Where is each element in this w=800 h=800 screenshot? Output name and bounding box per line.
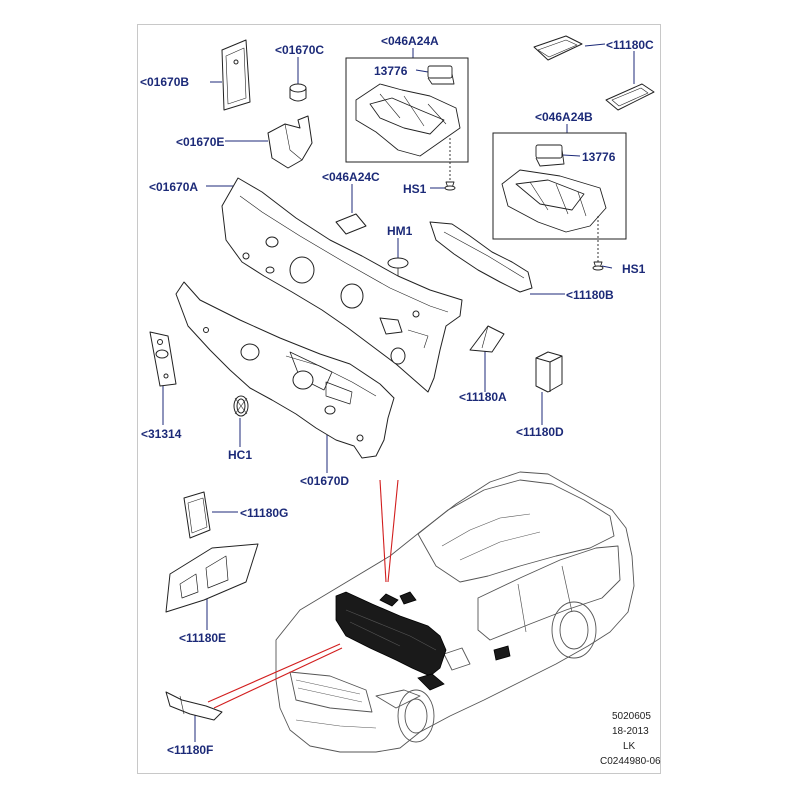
callout-01670b: <01670B (140, 75, 190, 89)
callout-046a24a: <046A24A (381, 34, 439, 48)
callout-13776-b: 13776 (582, 150, 616, 164)
part-01670c (289, 83, 307, 102)
vehicle-outline (275, 471, 635, 753)
parts (149, 35, 655, 721)
part-11180c (533, 35, 655, 111)
part-01670e (267, 115, 313, 169)
callout-11180c: <11180C (606, 38, 654, 52)
part-hm1 (387, 257, 409, 292)
callout-13776-a: 13776 (374, 64, 408, 78)
part-046a24a (355, 65, 461, 191)
pointer-lines (207, 479, 399, 709)
callout-hm1: HM1 (387, 224, 413, 238)
installed-parts-texture (345, 609, 437, 651)
diagram-frame (137, 24, 661, 774)
part-11180e (165, 543, 259, 613)
part-11180f (165, 691, 223, 721)
part-01670d (175, 281, 395, 459)
part-046a24c (335, 213, 367, 235)
callout-046a24b: <046A24B (535, 110, 593, 124)
callout-11180b: <11180B (566, 288, 614, 302)
callout-hc1: HC1 (228, 448, 253, 462)
callout-11180a: <11180A (459, 390, 507, 404)
part-01670b (221, 39, 251, 111)
callout-31314: <31314 (141, 427, 182, 441)
part-11180a (469, 325, 505, 353)
reference-line-1: 5020605 (612, 711, 651, 722)
reference-line-2: 18-2013 (612, 726, 649, 737)
callout-01670e: <01670E (176, 135, 225, 149)
callout-01670a: <01670A (149, 180, 199, 194)
callout-11180d: <11180D (516, 425, 564, 439)
part-hc1 (233, 395, 249, 417)
part-01670a (221, 177, 463, 393)
part-11180d (535, 351, 563, 393)
callout-hs1-a: HS1 (403, 182, 427, 196)
callout-01670d: <01670D (300, 474, 350, 488)
part-11180g (183, 491, 211, 539)
reference-line-3: LK (623, 741, 636, 752)
reference-line-4: C0244980-06 (600, 756, 661, 767)
part-11180b (429, 221, 533, 293)
part-31314 (149, 331, 177, 387)
installed-parts-highlight (335, 591, 511, 691)
callout-01670c: <01670C (275, 43, 325, 57)
part-046a24b (501, 144, 607, 271)
callout-11180g: <11180G (240, 506, 289, 520)
callout-hs1-b: HS1 (622, 262, 646, 276)
callout-046a24c: <046A24C (322, 170, 380, 184)
subassembly-boxes (345, 57, 627, 240)
callout-11180e: <11180E (179, 631, 227, 645)
callout-11180f: <11180F (167, 743, 214, 757)
